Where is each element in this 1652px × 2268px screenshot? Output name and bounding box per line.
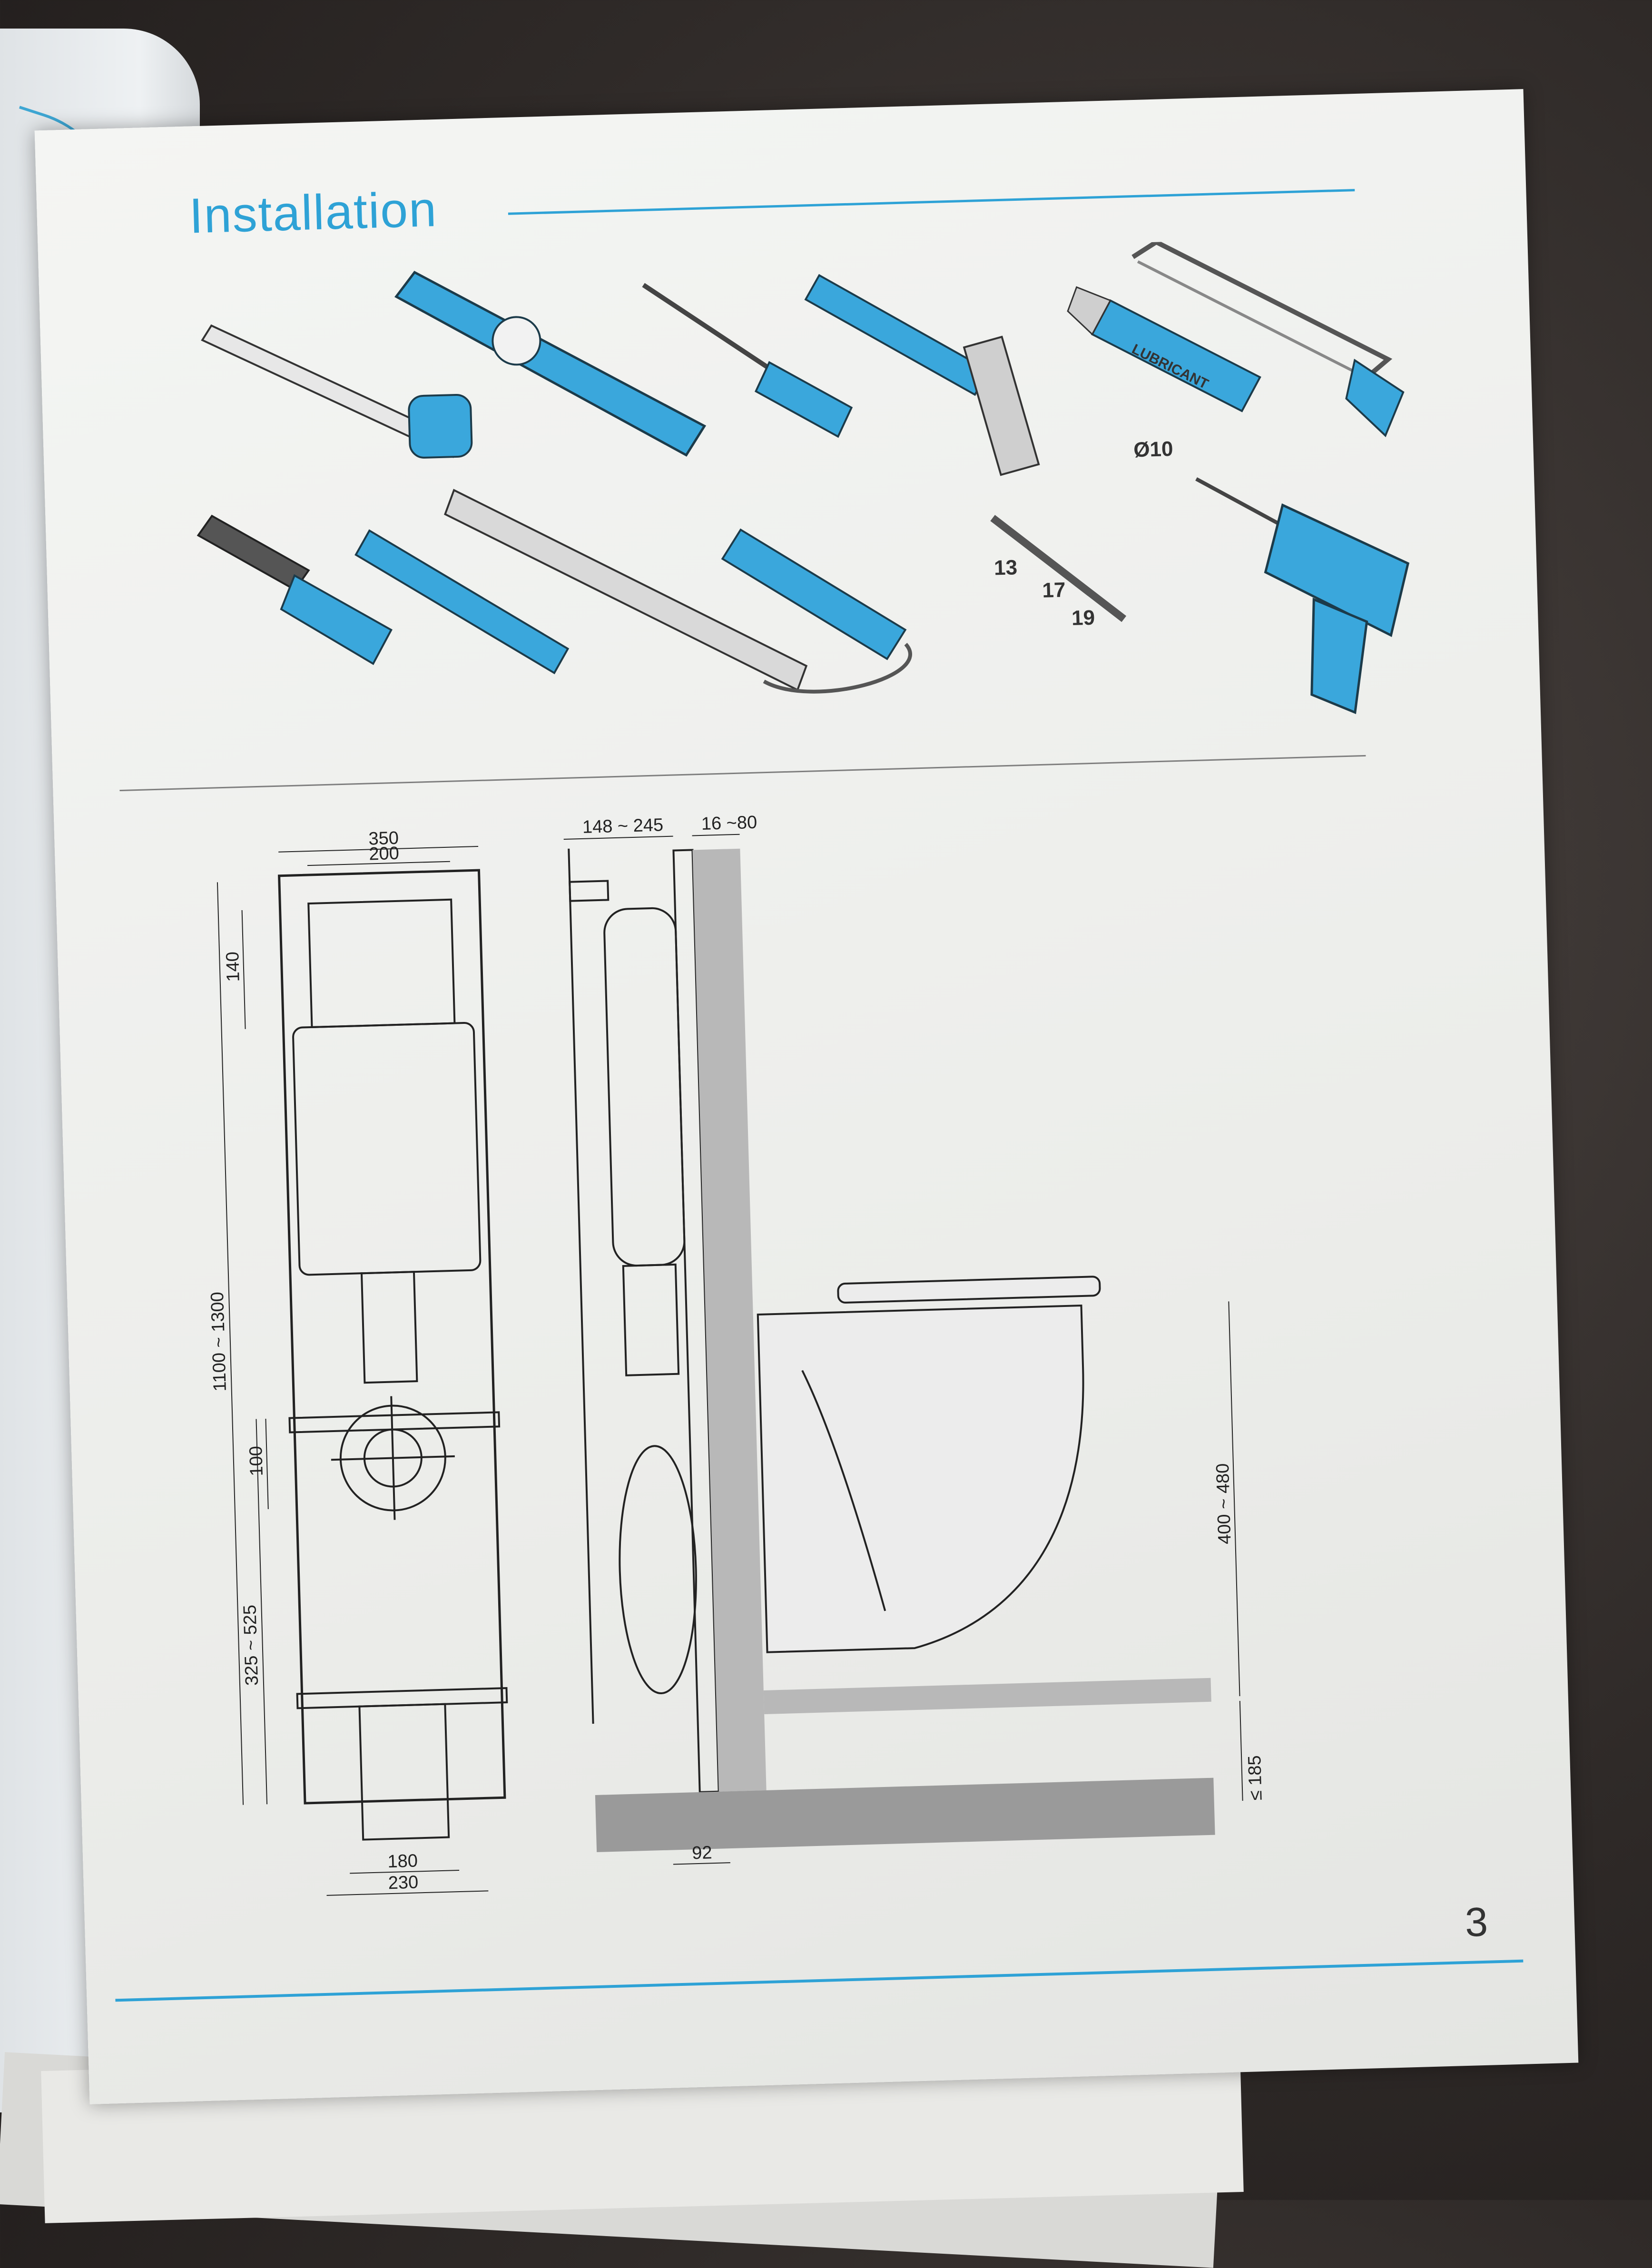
wrench-size-19: 19 — [1071, 606, 1095, 630]
page-number: 3 — [1464, 1899, 1489, 1946]
technical-drawing: 350 200 140 1100 ~ 1300 100 325 ~ 525 18… — [207, 813, 1266, 1896]
dim-top-offset: 140 — [223, 952, 244, 982]
wrench-icon: 13 17 19 — [990, 515, 1127, 630]
dim-wall-range: 16 ~80 — [701, 813, 757, 834]
sealant-cartridge-icon — [721, 528, 912, 694]
screwdriver-icon — [642, 283, 853, 438]
chisel-icon — [197, 514, 393, 665]
hammer-icon — [804, 274, 1040, 476]
dim-bottom-inner: 180 — [387, 1851, 418, 1872]
dim-bowl-height: 400 ~ 480 — [1213, 1463, 1235, 1544]
title-rule — [508, 189, 1355, 215]
dim-frame-width-outer: 350 — [368, 828, 399, 849]
hacksaw-icon — [1131, 239, 1405, 437]
side-dimensions — [563, 834, 1243, 1865]
front-view — [278, 869, 508, 1841]
dim-frame-height: 1100 ~ 1300 — [207, 1292, 230, 1392]
dim-bottom-outer: 230 — [388, 1872, 419, 1893]
lubricant-tube-icon: LUBRICANT — [1067, 286, 1261, 412]
tools-illustration: LUBRICANT 13 17 19 — [197, 239, 1410, 715]
drill-icon: Ø10 — [1133, 437, 1410, 715]
ruler-icon — [444, 489, 808, 691]
dim-frame-width-inner: 200 — [369, 844, 400, 864]
wall-hung-toilet — [757, 1276, 1101, 1653]
page-title: Installation — [188, 181, 438, 244]
front-dimensions — [216, 846, 489, 1896]
spirit-level-icon — [394, 271, 707, 457]
drill-bit-size: Ø10 — [1133, 437, 1174, 461]
dim-bracket-spacing: 100 — [246, 1446, 267, 1477]
dim-floor-depth: ≤ 185 — [1245, 1755, 1266, 1801]
pencil-icon — [354, 529, 570, 675]
wrench-size-17: 17 — [1042, 578, 1066, 602]
dim-depth-range: 148 ~ 245 — [582, 815, 663, 837]
dim-foot-width: 92 — [692, 1843, 712, 1863]
wrench-size-13: 13 — [993, 556, 1017, 579]
tape-measure-icon — [201, 324, 473, 459]
dim-outlet-height: 325 ~ 525 — [240, 1604, 262, 1686]
manual-page: Installation LUBRICANT — [34, 89, 1579, 2104]
side-view — [568, 848, 1215, 1852]
